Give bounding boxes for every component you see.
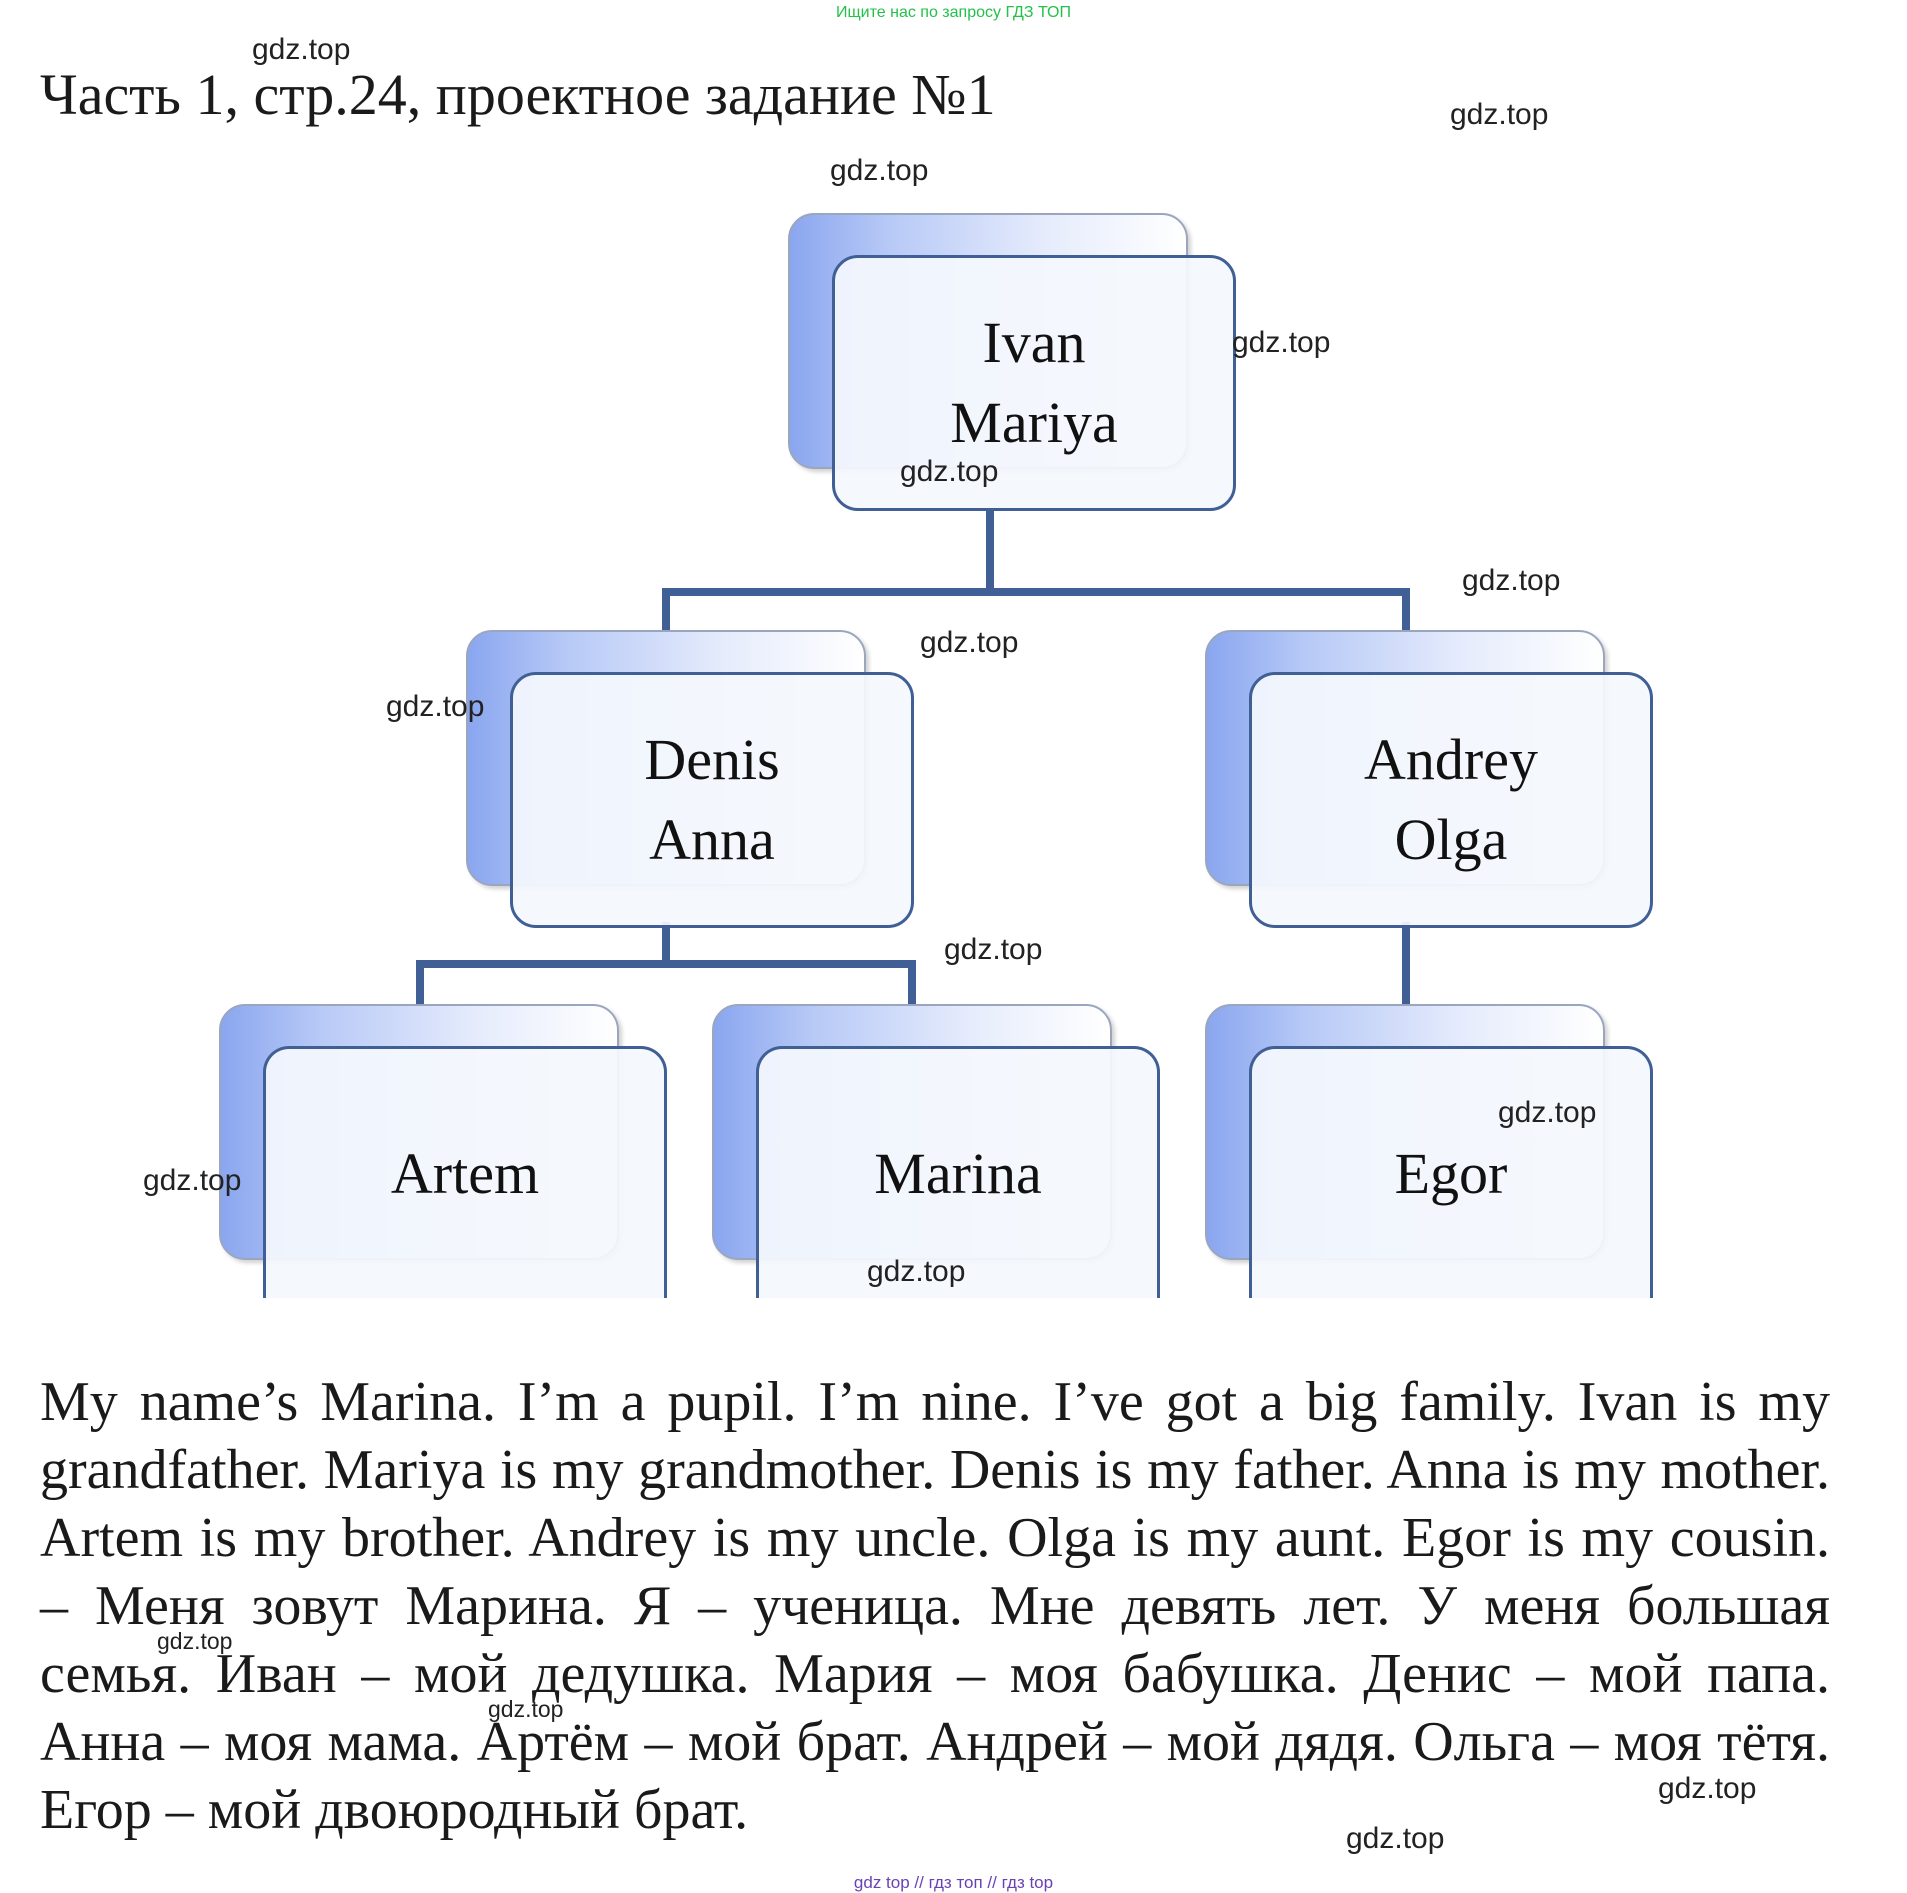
watermark: gdz.top (1232, 326, 1331, 359)
watermark: gdz.top (1498, 1096, 1597, 1129)
top-banner[interactable]: Ищите нас по запросу ГДЗ ТОП (836, 4, 1071, 21)
watermark: gdz.top (1346, 1822, 1445, 1855)
node-andrey-olga: Andrey Olga (1205, 630, 1653, 928)
node-card: Marina (756, 1046, 1160, 1298)
watermark: gdz.top (900, 455, 999, 488)
node-name-ivan: Ivan (982, 310, 1086, 375)
watermark: gdz.top (1450, 98, 1549, 131)
watermark: gdz.top (1462, 564, 1561, 597)
watermark: gdz.top (157, 1628, 233, 1654)
family-description-text: My name’s Marina. I’m a pupil. I’m nine.… (40, 1371, 1830, 1841)
node-denis-anna: Denis Anna (466, 630, 914, 928)
watermark: gdz.top (1658, 1772, 1757, 1805)
footer-links[interactable]: gdz top // гдз топ // гдз top (853, 1873, 1054, 1892)
watermark: gdz.top (830, 154, 929, 187)
node-card: Egor (1249, 1046, 1653, 1298)
node-card: Denis Anna (510, 672, 914, 928)
node-name-egor: Egor (1394, 1140, 1508, 1206)
node-egor: Egor (1205, 1004, 1653, 1298)
watermark: gdz.top (944, 933, 1043, 966)
node-name-denis: Denis (644, 727, 780, 792)
page-title: Часть 1, стр.24, проектное задание №1 (40, 62, 996, 127)
watermark: gdz.top (386, 690, 485, 723)
node-ivan-mariya: Ivan Mariya (788, 213, 1236, 511)
node-name-anna: Anna (649, 807, 775, 872)
node-card: Andrey Olga (1249, 672, 1653, 928)
node-name-andrey: Andrey (1364, 727, 1538, 792)
node-marina: Marina (712, 1004, 1160, 1298)
watermark: gdz.top (143, 1164, 242, 1197)
watermark: gdz.top (252, 33, 351, 66)
watermark: gdz.top (920, 626, 1019, 659)
node-card: Artem (263, 1046, 667, 1298)
family-tree-connectors (416, 508, 1410, 1008)
node-name-olga: Olga (1394, 807, 1508, 872)
node-artem: Artem (219, 1004, 667, 1298)
watermark: gdz.top (488, 1696, 564, 1722)
node-name-mariya: Mariya (950, 390, 1118, 455)
node-card: Ivan Mariya (832, 255, 1236, 511)
node-name-artem: Artem (390, 1140, 540, 1206)
node-name-marina: Marina (874, 1140, 1042, 1206)
watermark: gdz.top (867, 1255, 966, 1288)
